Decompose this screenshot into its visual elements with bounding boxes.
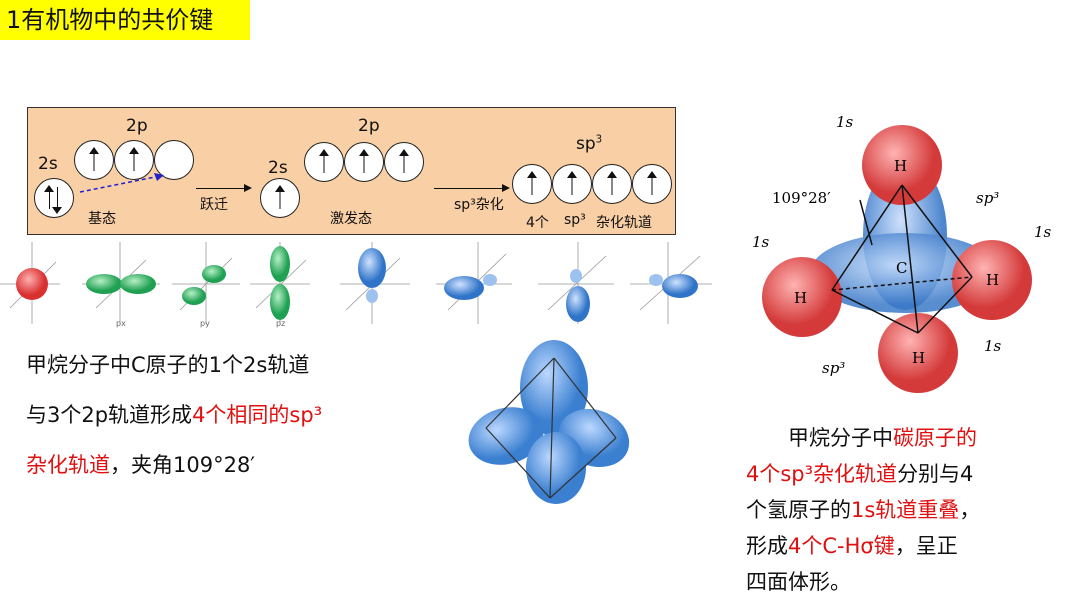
pz-orbital-icon xyxy=(270,246,290,282)
sp3-orbital-shape-4-icon xyxy=(662,274,698,298)
angle-label: 109°28′ xyxy=(772,189,831,207)
sp3-label-upper: sp³ xyxy=(976,189,999,207)
left-line-3: 杂化轨道，夹角109°28′ xyxy=(26,440,446,490)
s1-label-right: 1s xyxy=(1034,223,1052,241)
excited-2p-orbital-3 xyxy=(384,142,424,182)
py-orbital-icon xyxy=(182,287,206,305)
right-text-11: 四面体形。 xyxy=(746,564,1046,600)
h-label-top: H xyxy=(894,157,907,175)
right-text-6: 1s轨道重叠 xyxy=(851,498,959,522)
left-line-1: 甲烷分子中C原子的1个2s轨道 xyxy=(26,340,446,390)
sp3-orbital-shape-2-icon xyxy=(444,276,484,300)
right-text-9: 4个C-Hσ键 xyxy=(788,534,895,558)
excited-state-label: 激发态 xyxy=(330,208,372,228)
sp3-bottom-label-c: 杂化轨道 xyxy=(596,212,652,232)
h-label-left: H xyxy=(794,289,807,307)
right-explanation: 甲烷分子中碳原子的 4个sp³杂化轨道分别与4 个氢原子的1s轨道重叠， 形成4… xyxy=(746,420,1046,600)
orbital-shapes-row: px py pz xyxy=(0,238,720,330)
jump-label: 跃迁 xyxy=(200,194,228,214)
c-label: C xyxy=(896,259,907,277)
px-orbital-icon xyxy=(86,274,122,294)
sp3-lobes-model xyxy=(466,338,636,508)
ground-state-label: 基态 xyxy=(88,208,116,228)
h-label-bottom: H xyxy=(912,349,925,367)
s1-label-bottom: 1s xyxy=(984,337,1002,355)
left-explanation: 甲烷分子中C原子的1个2s轨道 与3个2p轨道形成4个相同的sp³ 杂化轨道，夹… xyxy=(26,340,446,490)
sp3-orbital-1 xyxy=(512,164,552,204)
excited-2p-label: 2p xyxy=(358,116,380,136)
jump-arrow xyxy=(196,188,250,189)
sp3-top-label: sp3 xyxy=(576,134,602,154)
page-title: 1有机物中的共价键 xyxy=(0,0,250,40)
sp3-orbital-4 xyxy=(632,164,672,204)
sp3-orbital-shape-1-icon xyxy=(358,248,386,288)
excited-2p-orbital-1 xyxy=(304,142,344,182)
hybridization-diagram: 2p 2s 基态 跃迁 2s 2p 激发态 sp³杂化 sp3 4个 sp³ 杂… xyxy=(27,107,676,235)
s1-label-top: 1s xyxy=(836,113,854,131)
py-label: py xyxy=(200,319,210,328)
s-orbital-icon xyxy=(16,268,48,300)
right-text-4: 分别与4 xyxy=(897,462,973,486)
right-text-7: ， xyxy=(959,498,980,522)
ground-2s-label: 2s xyxy=(38,154,58,174)
sp3-orbital-2 xyxy=(552,164,592,204)
hybrid-arrow-label: sp³杂化 xyxy=(454,194,504,214)
right-text-8: 形成 xyxy=(746,534,788,558)
right-text-1: 甲烷分子中 xyxy=(788,426,893,450)
right-text-5: 个氢原子的 xyxy=(746,498,851,522)
excited-2s-label: 2s xyxy=(268,158,288,178)
excited-2p-orbital-2 xyxy=(344,142,384,182)
ground-2p-label: 2p xyxy=(126,116,148,136)
sp3-orbital-shape-3-icon xyxy=(566,286,590,322)
methane-model: H H H H C 109°28′ 1s 1s 1s 1s sp³ sp³ xyxy=(740,105,1060,405)
px-label: px xyxy=(116,319,126,328)
promotion-arrow xyxy=(78,170,168,196)
s1-label-left: 1s xyxy=(752,233,770,251)
sp3-bottom-label-b: sp³ xyxy=(564,212,586,228)
left-line-2: 与3个2p轨道形成4个相同的sp³ xyxy=(26,390,446,440)
right-text-10: ，呈正 xyxy=(895,534,958,558)
sp3-bottom-label-a: 4个 xyxy=(526,212,549,232)
right-text-2: 碳原子的 xyxy=(893,426,977,450)
right-text-3: 4个sp³杂化轨道 xyxy=(746,462,897,486)
h-label-right: H xyxy=(986,271,999,289)
excited-2s-orbital xyxy=(260,178,300,218)
hybrid-arrow xyxy=(434,188,508,189)
pz-label: pz xyxy=(276,319,285,328)
sp3-label-lower: sp³ xyxy=(822,359,845,377)
ground-2s-orbital xyxy=(34,178,74,218)
sp3-orbital-3 xyxy=(592,164,632,204)
